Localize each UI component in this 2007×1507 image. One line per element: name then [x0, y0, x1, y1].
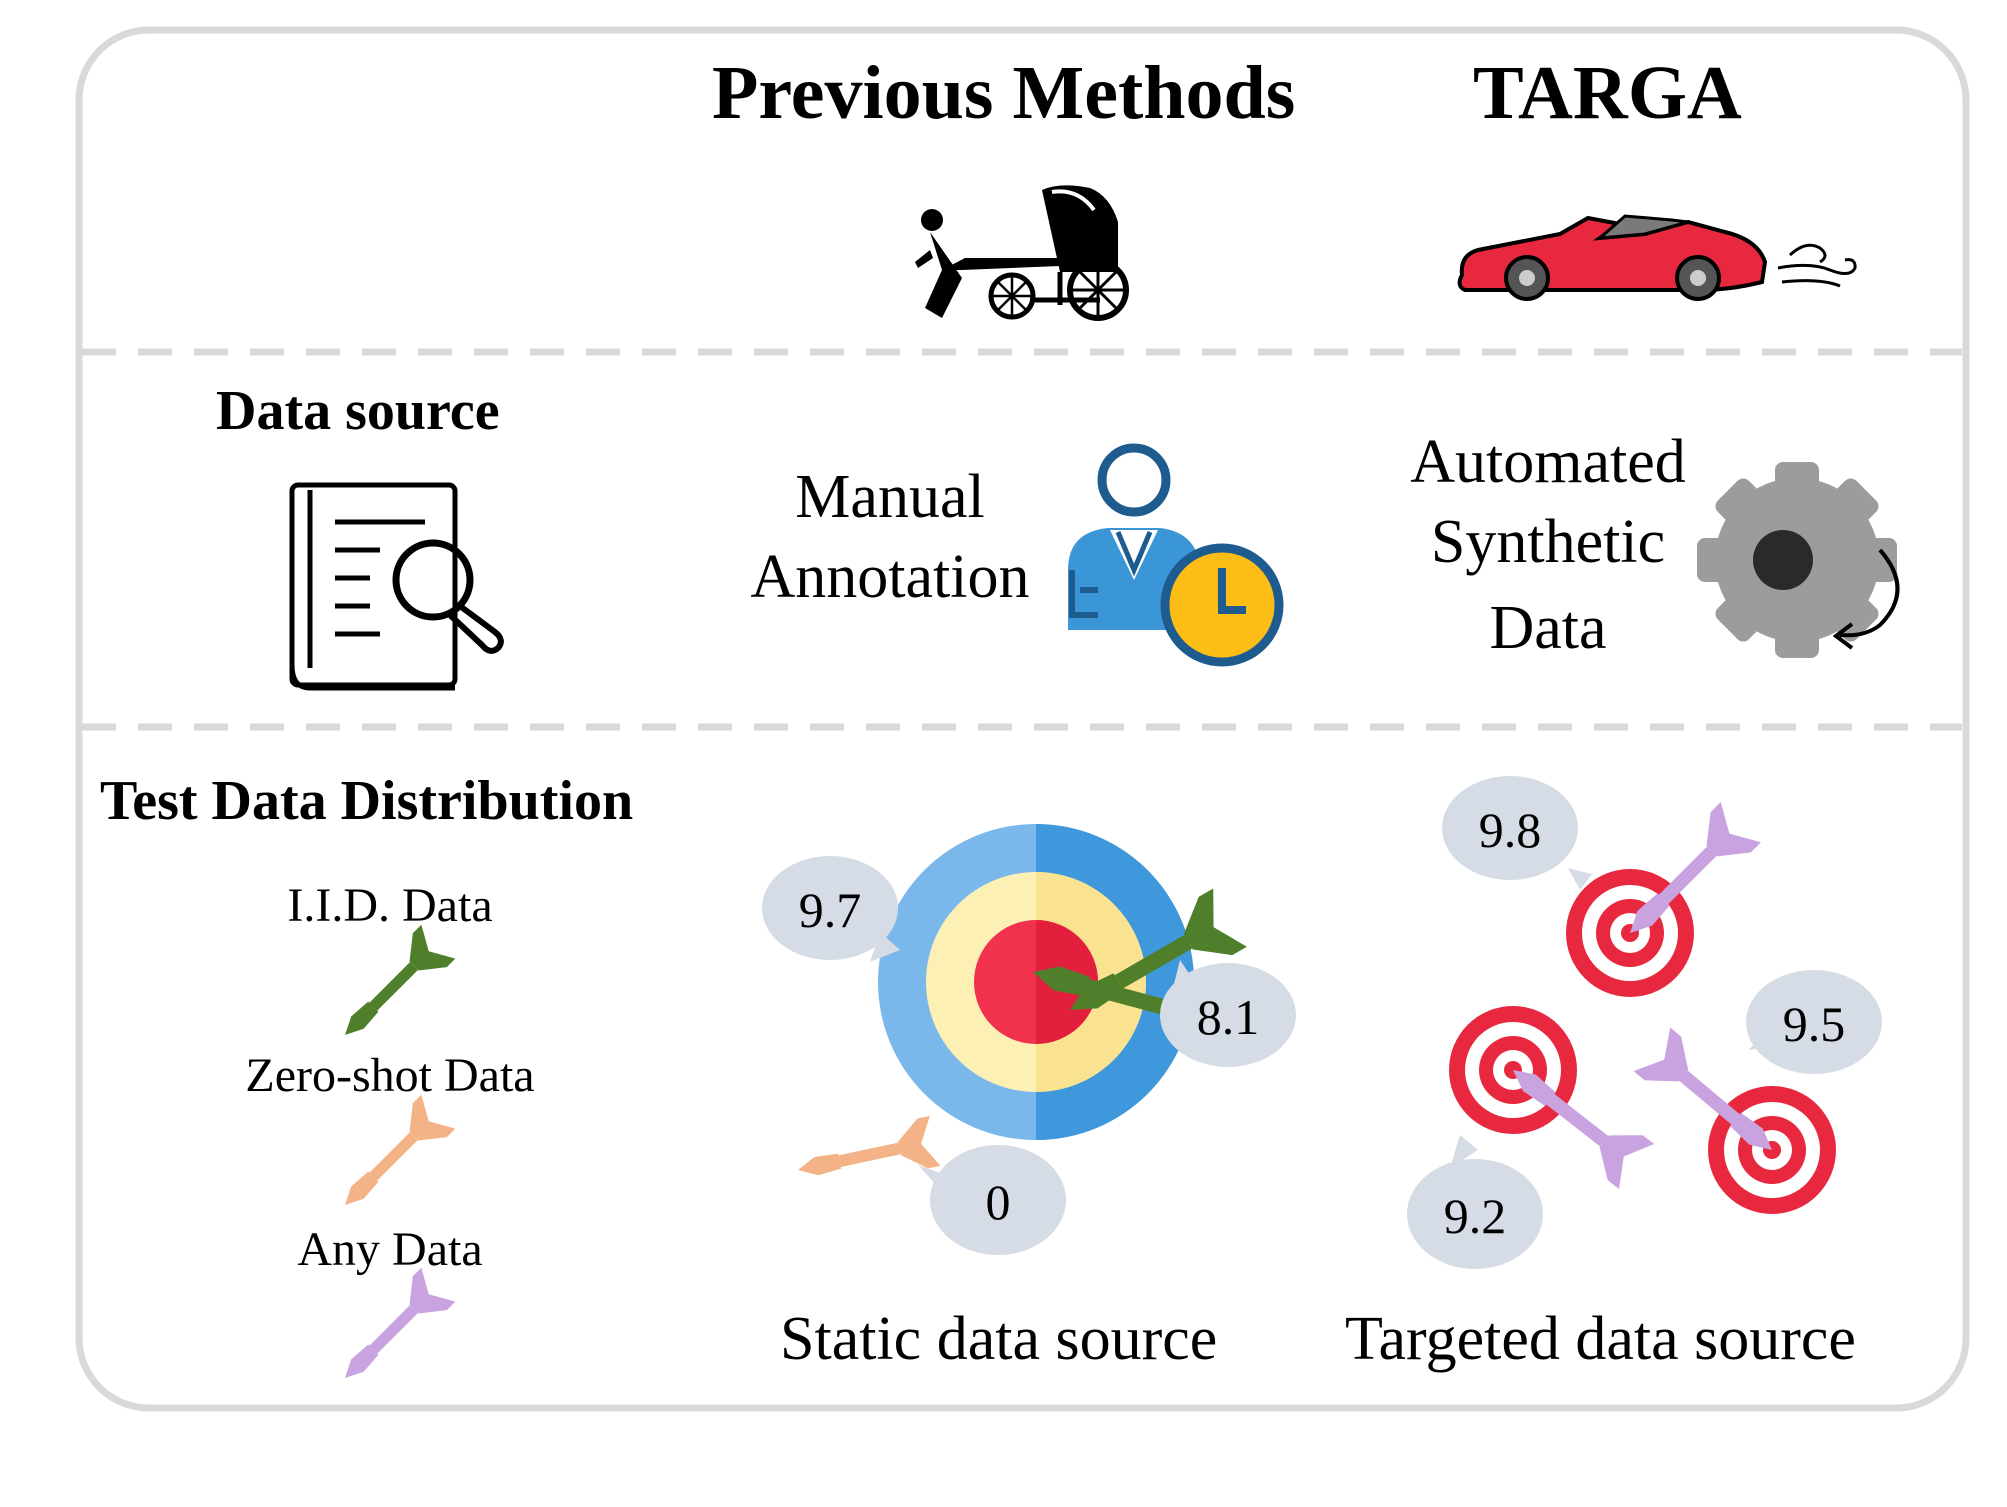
static-score-2: 8.1 [1196, 989, 1260, 1045]
sports-car-icon [1457, 214, 1857, 301]
targeted-score-3: 9.2 [1443, 1188, 1507, 1244]
targa-heading: TARGA [1473, 51, 1742, 135]
manual-annotation-line1: Manual [795, 463, 985, 531]
rickshaw-icon [915, 185, 1129, 321]
targeted-target-2 [1449, 1006, 1577, 1134]
bubble-9-7 [762, 856, 898, 960]
gear-icon [1697, 462, 1900, 658]
targeted-data-source-caption: Targeted data source [1345, 1305, 1856, 1373]
bubble-9-5 [1746, 970, 1882, 1074]
zero-shot-dart-miss [792, 1115, 941, 1195]
data-source-heading: Data source [216, 380, 500, 442]
person-clock-icon [1068, 443, 1284, 667]
automated-synthetic-line3: Data [1489, 594, 1607, 662]
score-bubbles [762, 776, 1882, 1269]
static-score-3: 0 [985, 1174, 1011, 1230]
automated-synthetic-line1: Automated [1410, 428, 1686, 496]
targeted-score-1: 9.8 [1478, 802, 1542, 858]
outer-frame [75, 26, 1970, 1412]
book-magnifier-icon [289, 482, 504, 691]
static-target [878, 824, 1194, 1140]
bubble-9-2 [1407, 1159, 1543, 1269]
legend-zero-shot-label: Zero-shot Data [245, 1049, 535, 1102]
legend-iid-label: I.I.D. Data [287, 879, 493, 932]
bubble-0 [930, 1145, 1066, 1255]
static-data-source-caption: Static data source [780, 1305, 1218, 1373]
bubble-9-8 [1442, 776, 1578, 880]
test-data-distribution-heading: Test Data Distribution [100, 770, 634, 832]
legend-iid-dart [328, 924, 456, 1052]
legend-zero-shot-dart [328, 1094, 456, 1222]
targeted-score-2: 9.5 [1782, 996, 1846, 1052]
legend-any-dart [328, 1267, 456, 1395]
legend-any-label: Any Data [297, 1223, 483, 1276]
previous-methods-heading: Previous Methods [712, 51, 1296, 135]
manual-annotation-line2: Annotation [750, 543, 1030, 611]
automated-synthetic-line2: Synthetic [1430, 508, 1666, 576]
static-score-1: 9.7 [798, 882, 862, 938]
bubble-8-1 [1160, 963, 1296, 1067]
